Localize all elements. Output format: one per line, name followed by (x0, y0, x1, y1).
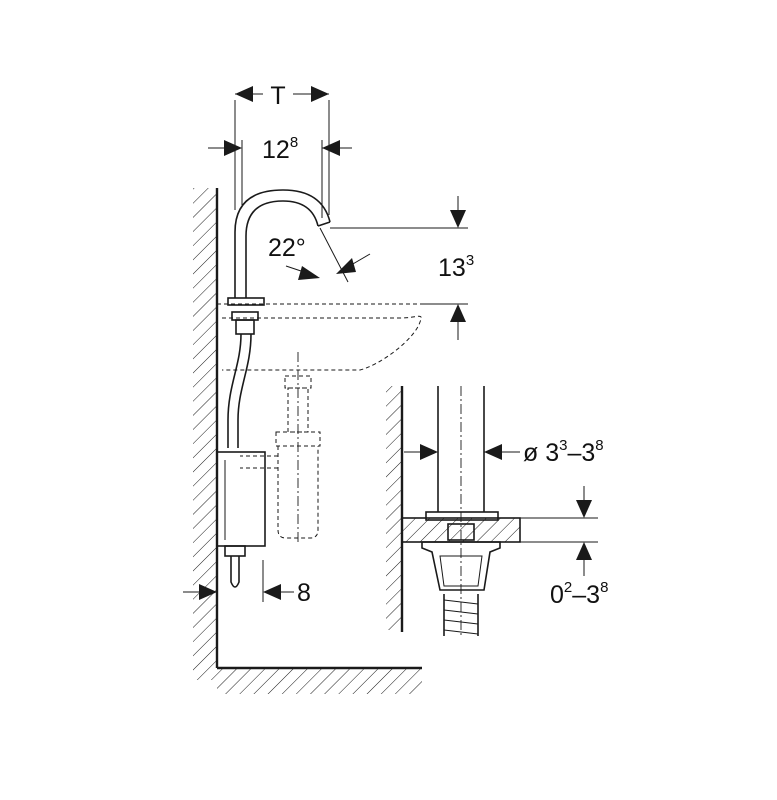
dim-wall-gap-label: 8 (297, 579, 311, 607)
dim-height-base: 13 (438, 254, 466, 282)
dim-counter-thickness-label: 02–38 (550, 579, 608, 609)
dim-wall-gap: 8 (183, 560, 311, 607)
flex-hose (227, 333, 252, 448)
dim-height: 133 (330, 196, 474, 340)
dim-angle: 22° (268, 227, 371, 283)
control-box (216, 451, 266, 588)
dim-t: T (235, 80, 329, 110)
dim-reach-sup: 8 (290, 134, 298, 151)
main-wall (193, 188, 422, 694)
dim-reach-base: 12 (262, 136, 290, 164)
drain-trap (240, 352, 321, 545)
dim-height-label: 133 (438, 252, 474, 282)
dim-reach: 128 (208, 134, 352, 218)
dim-hole-diameter-label: ø 33–38 (523, 437, 604, 467)
detail-view (386, 386, 521, 636)
dim-hole-diameter: ø 33–38 (404, 437, 604, 467)
dim-angle-label: 22° (268, 234, 306, 262)
dim-height-sup: 3 (466, 252, 474, 269)
dim-counter-thickness: 02–38 (520, 486, 608, 609)
dim-reach-label: 128 (262, 134, 298, 164)
dim-t-label: T (270, 82, 285, 110)
tap-spout (227, 100, 331, 335)
washbasin (217, 303, 422, 371)
